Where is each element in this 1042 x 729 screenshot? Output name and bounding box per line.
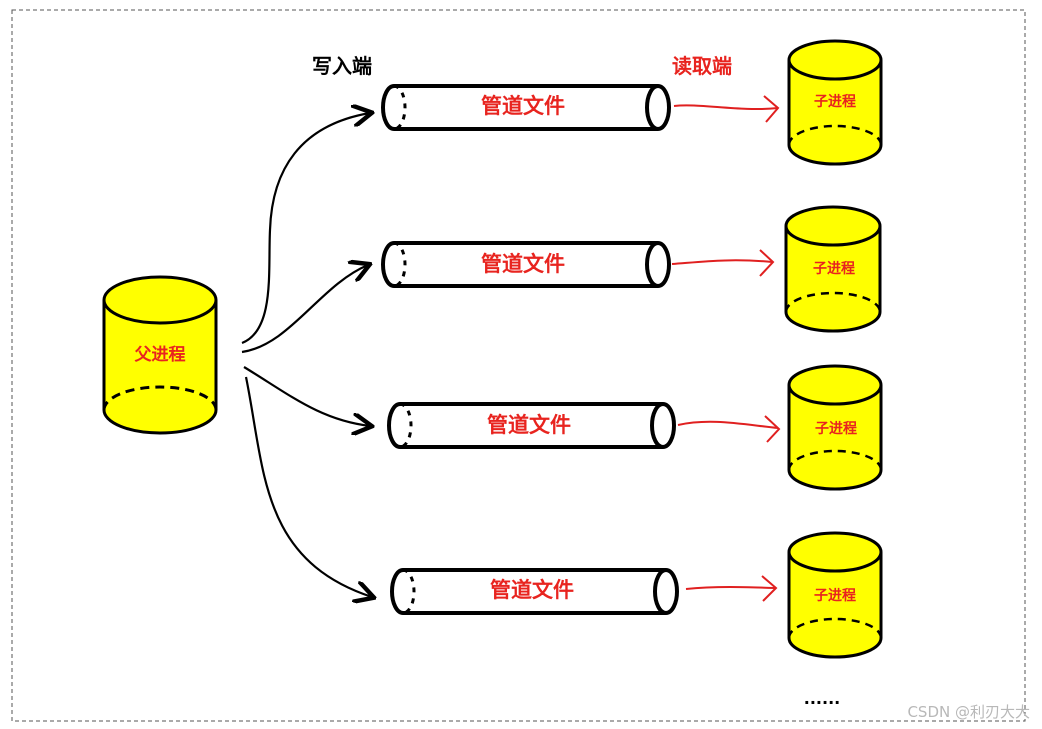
write-arrow-1 — [241, 113, 370, 345]
child-process-cylinder-2: 子进程 — [784, 205, 882, 333]
pipe-label-a: 管道 — [481, 252, 523, 276]
svg-text:管道文件: 管道文件 — [487, 413, 571, 437]
write-end-label: 写入端 — [312, 54, 372, 78]
pipe-label-b: 文件 — [523, 94, 565, 118]
read-arrows — [671, 95, 781, 602]
pipe-label-a: 管道 — [481, 94, 523, 118]
pipe-label-a: 管道 — [490, 578, 532, 602]
read-arrow-3 — [677, 420, 779, 429]
write-arrows — [241, 113, 372, 597]
child-process-cylinder-4: 子进程 — [787, 531, 883, 659]
parent-process-cylinder: 父进程 — [102, 275, 218, 435]
write-arrow-3 — [243, 366, 370, 426]
pipe-file-2: 管道文件 — [381, 241, 671, 288]
pipe-label-b: 文件 — [523, 252, 565, 276]
child-process-cylinder-1: 子进程 — [787, 39, 883, 166]
read-end-label: 读取端 — [672, 54, 732, 78]
svg-text:管道文件: 管道文件 — [481, 252, 565, 276]
pipe-file-3: 管道文件 — [387, 402, 676, 449]
child-process-label: 子进程 — [813, 261, 855, 277]
child-process-cylinder-3: 子进程 — [787, 364, 883, 491]
read-arrow-4 — [685, 586, 776, 590]
pipe-label-b: 文件 — [529, 413, 571, 437]
svg-text:管道文件: 管道文件 — [481, 94, 565, 118]
svg-text:管道文件: 管道文件 — [490, 578, 574, 602]
child-process-label: 子进程 — [815, 421, 857, 437]
read-arrow-2 — [671, 259, 773, 265]
child-process-label: 子进程 — [814, 588, 856, 604]
pipe-label-a: 管道 — [487, 413, 529, 437]
pipe-file-4: 管道文件 — [390, 568, 679, 615]
write-arrow-2 — [241, 265, 368, 354]
write-arrow-4 — [244, 376, 372, 597]
pipe-file-1: 管道文件 — [381, 84, 671, 131]
pipe-label-b: 文件 — [532, 578, 574, 602]
parent-process-label: 父进程 — [134, 345, 186, 365]
watermark-text: CSDN @利刃大大 — [907, 703, 1030, 721]
child-process-label: 子进程 — [814, 94, 856, 110]
diagram-border — [11, 9, 1026, 722]
read-arrow-1 — [673, 104, 779, 111]
more-children-ellipsis: ...... — [804, 689, 840, 708]
